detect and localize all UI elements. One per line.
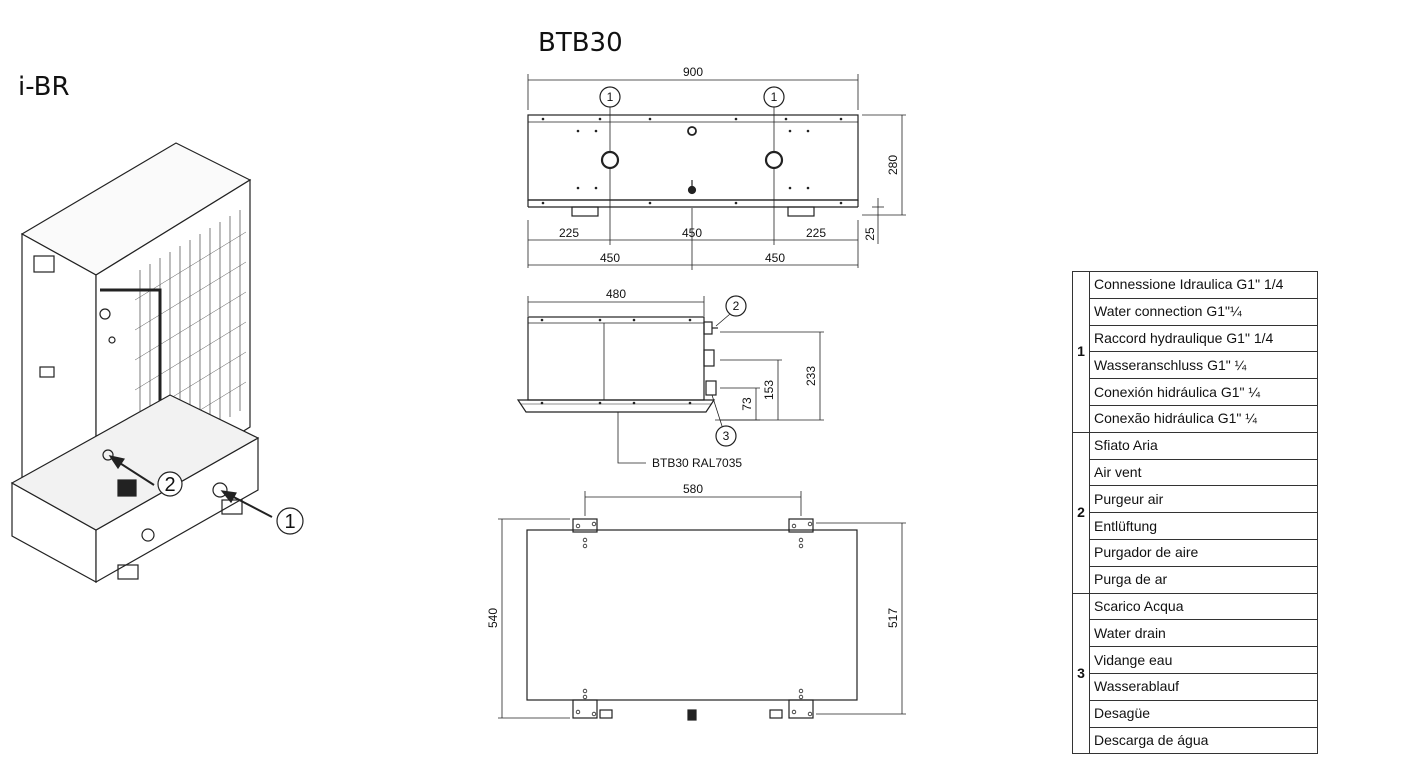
ral-label: BTB30 RAL7035: [652, 456, 742, 470]
legend-item: Purgeur air: [1089, 485, 1318, 514]
legend-group-number: 1: [1072, 271, 1090, 433]
dim-h-153: 153: [762, 380, 776, 400]
dim-edge-right-225: 225: [806, 226, 826, 240]
dim-depth-540: 540: [486, 608, 500, 628]
dim-width-900: 900: [683, 65, 703, 79]
legend-group-number: 3: [1072, 592, 1090, 755]
legend-item: Desagüe: [1089, 699, 1318, 728]
legend-item: Water drain: [1089, 619, 1318, 648]
btb30-side-view: [516, 295, 824, 464]
dim-center-450: 450: [682, 226, 702, 240]
top-callout-1-right: 1: [771, 90, 778, 104]
ibr-callout-1-circle: [276, 507, 304, 535]
legend-row: Descarga de água: [1073, 726, 1318, 755]
legend-group-number: 2: [1072, 431, 1090, 594]
btb30-base-view: [498, 491, 906, 721]
legend-row: Purgeur air: [1073, 485, 1318, 514]
dim-half-left-450: 450: [600, 251, 620, 265]
side-callout-2: 2: [733, 299, 740, 313]
legend-item: Connessione Idraulica G1" 1/4: [1089, 271, 1318, 299]
legend-item: Water connection G1"¼: [1089, 297, 1318, 326]
btb30-title: BTB30: [538, 28, 623, 58]
legend-item: Wasseranschluss G1" ¼: [1089, 351, 1318, 380]
btb30-top-view: [527, 74, 906, 270]
dim-depth-480: 480: [606, 287, 626, 301]
legend-row: Wasserablauf: [1073, 672, 1318, 701]
legend-row: Raccord hydraulique G1" 1/4: [1073, 324, 1318, 353]
legend-row: Entlüftung: [1073, 512, 1318, 540]
side-callout-3: 3: [723, 429, 730, 443]
legend-item: Sfiato Aria: [1089, 431, 1318, 460]
legend-row: Purga de ar: [1073, 565, 1318, 594]
legend-item: Purga de ar: [1089, 565, 1318, 594]
ibr-callout-1: 1: [284, 511, 295, 533]
legend-item: Wasserablauf: [1089, 672, 1318, 701]
legend-item: Conexión hidráulica G1" ¼: [1089, 378, 1318, 406]
legend-row: Conexión hidráulica G1" ¼: [1073, 378, 1318, 406]
legend-row: Desagüe: [1073, 699, 1318, 728]
dim-height-280: 280: [886, 155, 900, 175]
dim-h-233: 233: [804, 366, 818, 386]
top-callout-1-left: 1: [607, 90, 614, 104]
dim-spacing-580: 580: [683, 482, 703, 496]
legend-row: Conexão hidráulica G1" ¼: [1073, 404, 1318, 433]
legend-row: Vidange eau: [1073, 646, 1318, 674]
legend-row: Air vent: [1073, 458, 1318, 487]
dim-edge-left-225: 225: [559, 226, 579, 240]
legend-row: Water drain: [1073, 619, 1318, 648]
legend-row: Wasseranschluss G1" ¼: [1073, 351, 1318, 380]
legend-row: Purgador de aire: [1073, 538, 1318, 567]
legend-item: Vidange eau: [1089, 646, 1318, 674]
dim-depth-517: 517: [886, 608, 900, 628]
legend-item: Raccord hydraulique G1" 1/4: [1089, 324, 1318, 353]
legend-row: Water connection G1"¼: [1073, 297, 1318, 326]
dim-foot-25: 25: [863, 227, 877, 241]
ibr-unit-illustration: [10, 142, 260, 584]
legend-item: Scarico Acqua: [1089, 592, 1318, 621]
ibr-title: i-BR: [18, 72, 70, 102]
ibr-callout-2-circle: [157, 471, 183, 497]
legend-item: Conexão hidráulica G1" ¼: [1089, 404, 1318, 433]
legend-item: Purgador de aire: [1089, 538, 1318, 567]
ibr-callout-2: 2: [164, 474, 175, 496]
ibr-callout-arrows: [108, 455, 273, 518]
dim-h-73: 73: [740, 397, 754, 411]
legend-item: Air vent: [1089, 458, 1318, 487]
legend-item: Entlüftung: [1089, 512, 1318, 540]
legend-item: Descarga de água: [1089, 726, 1318, 755]
dim-half-right-450: 450: [765, 251, 785, 265]
